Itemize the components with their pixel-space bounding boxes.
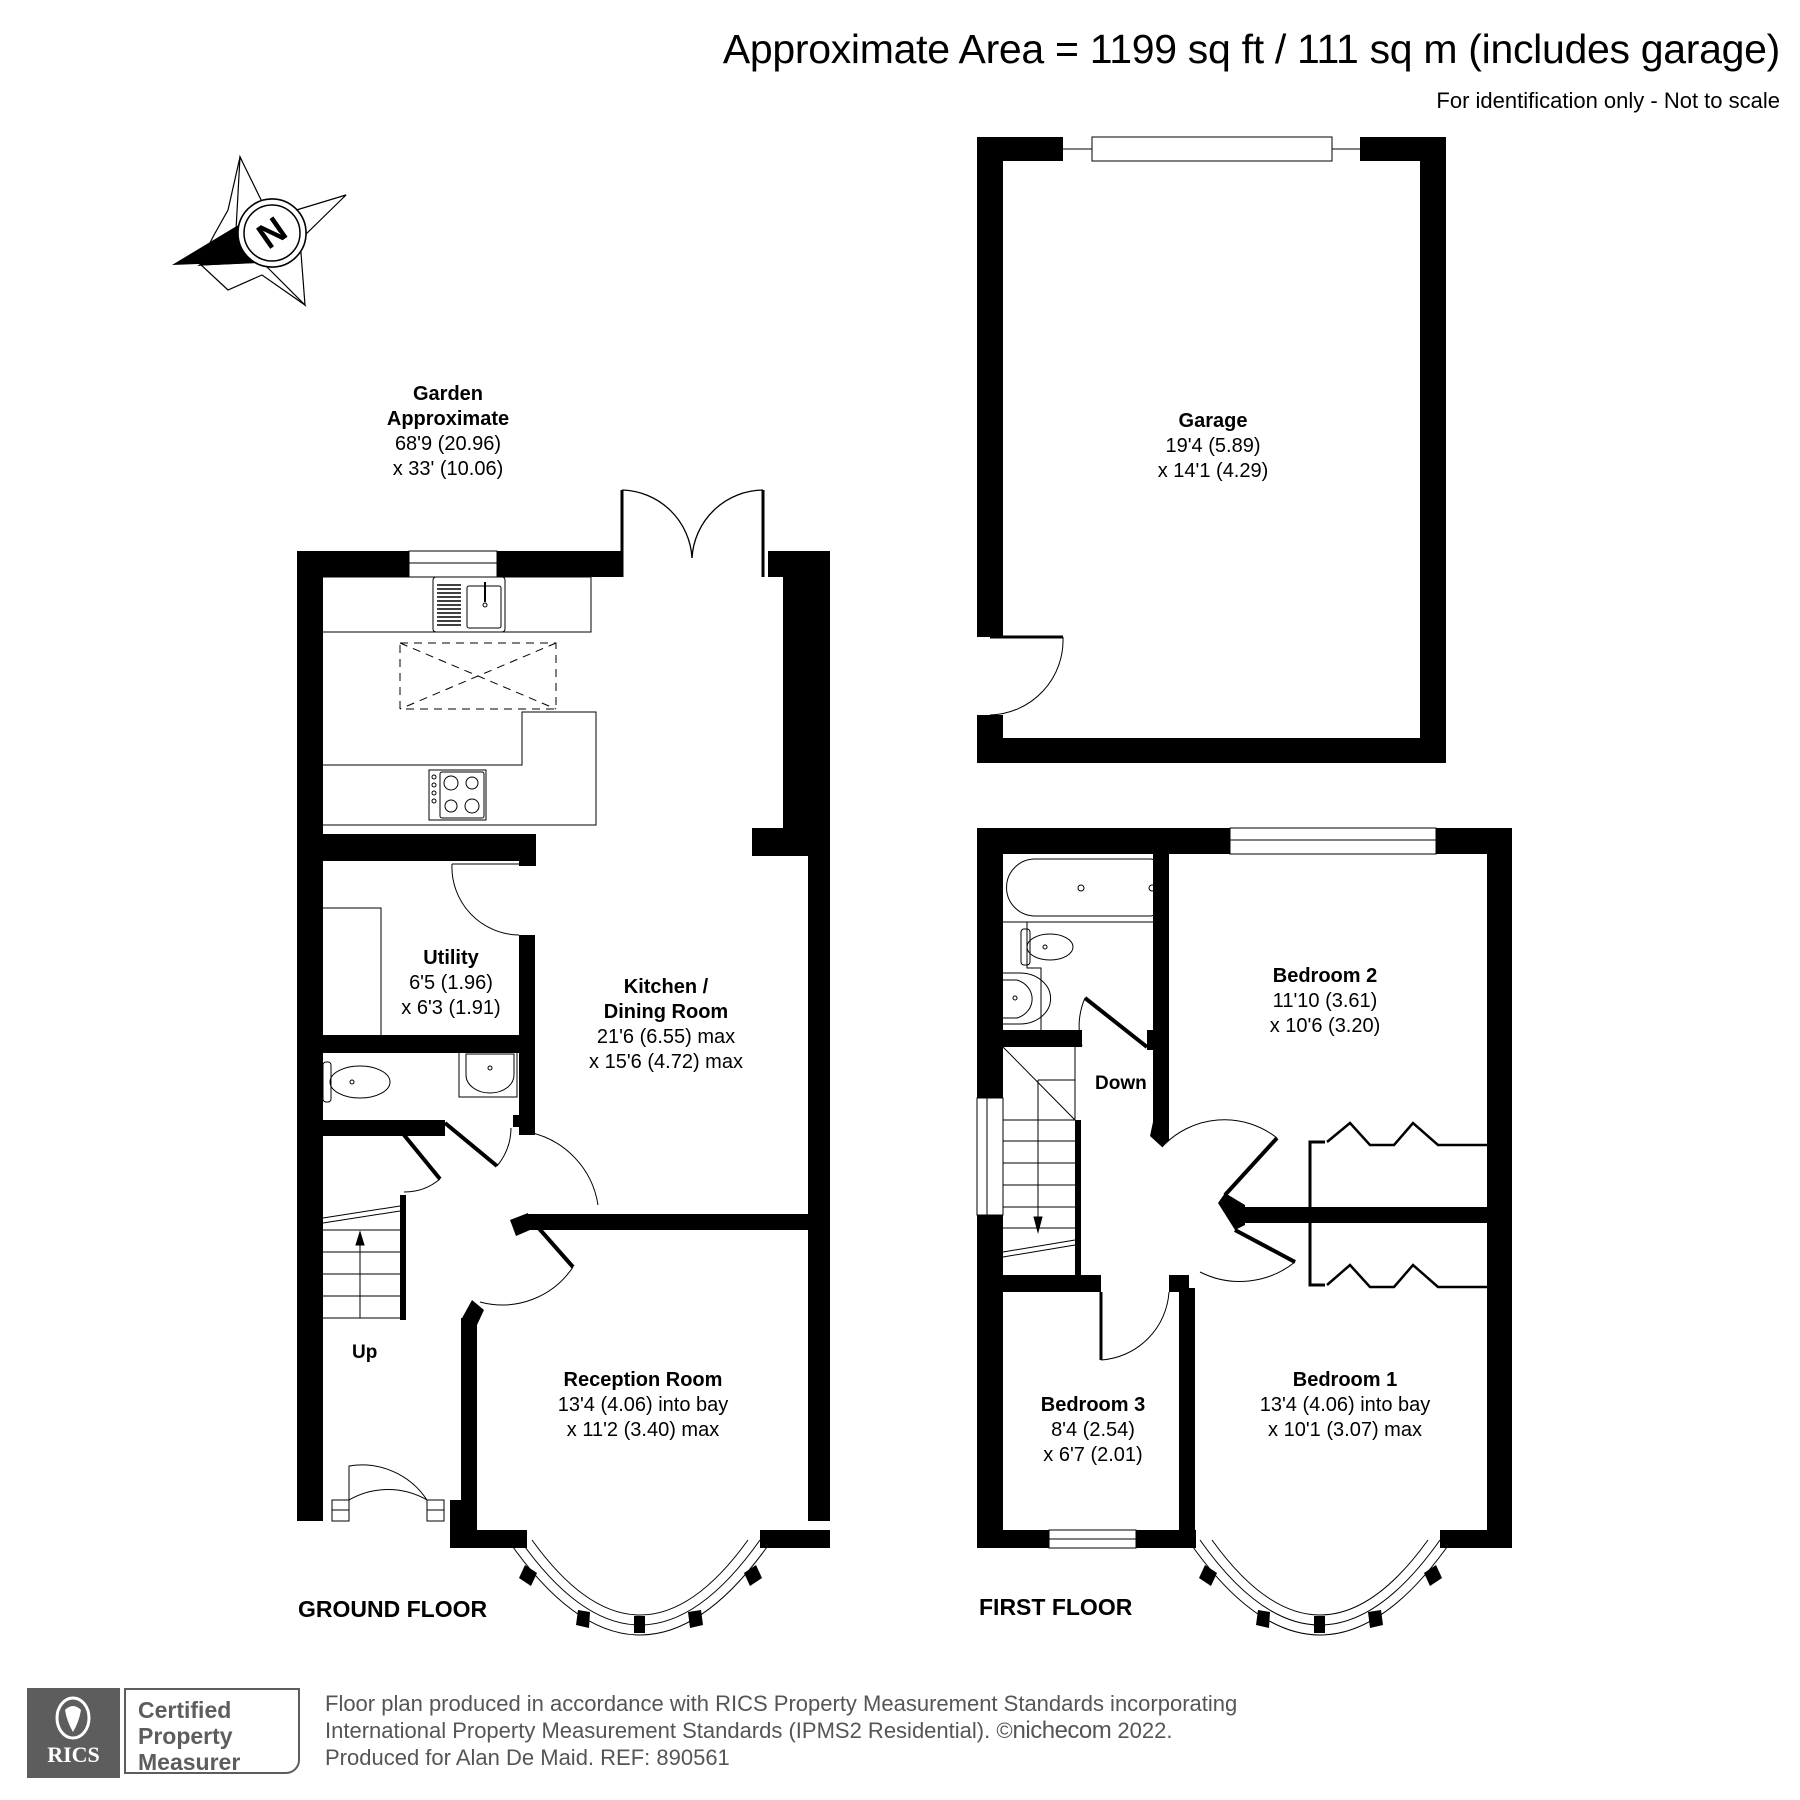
badge-line-2: Property	[138, 1723, 233, 1749]
room-name-2: Dining Room	[603, 1001, 729, 1023]
garage-label: Garage 19'4 (5.89) x 14'1 (4.29)	[1158, 409, 1269, 484]
disclaimer-subtitle: For identification only - Not to scale	[1436, 88, 1780, 113]
room-name: Bedroom 2	[1272, 965, 1378, 987]
room-dim-1: 13'4 (4.06) into bay	[1259, 1394, 1431, 1416]
room-dim-2: x 6'3 (1.91)	[401, 997, 501, 1019]
first-floor-plan	[976, 827, 1512, 1636]
garden-approx: Approximate	[386, 408, 510, 430]
badge-line-3: Measurer	[138, 1749, 241, 1775]
stairs-down-label: Down	[1095, 1073, 1147, 1094]
bathroom-toilet-icon	[1003, 921, 1153, 1030]
garden-dim-2: x 33' (10.06)	[392, 458, 504, 480]
garage-plan	[977, 136, 1446, 763]
ground-floor-plan	[297, 489, 830, 1636]
footer-line-2: International Property Measurement Stand…	[325, 1717, 1237, 1744]
rics-brand: RICS	[47, 1742, 100, 1767]
ground-floor-label: GROUND FLOOR	[298, 1596, 488, 1622]
room-name: Reception Room	[563, 1369, 723, 1391]
rics-lion-icon	[55, 1696, 91, 1740]
room-dim-1: 21'6 (6.55) max	[596, 1026, 736, 1048]
room-bedroom-2: Bedroom 2 11'10 (3.61) x 10'6 (3.20)	[1270, 964, 1381, 1039]
footer-year: 2022.	[1111, 1718, 1173, 1743]
room-utility: Utility 6'5 (1.96) x 6'3 (1.91)	[401, 946, 500, 1021]
compass-n-glyph: N	[237, 198, 307, 268]
room-dim-2: x 10'6 (3.20)	[1269, 1015, 1381, 1037]
bathtub-icon	[1006, 858, 1159, 917]
room-name: Utility	[423, 947, 479, 969]
nichecom-logo: nichecom	[1012, 1717, 1112, 1744]
kitchen-hob-icon	[428, 769, 487, 821]
garden-name: Garden	[412, 383, 484, 405]
footer-line-2-text: International Property Measurement Stand…	[325, 1718, 1013, 1743]
room-kitchen-dining: Kitchen / Dining Room 21'6 (6.55) max x …	[589, 975, 743, 1075]
garage-dim-1: 19'4 (5.89)	[1165, 435, 1261, 457]
wc-basin-icon	[458, 1051, 518, 1098]
room-dim-2: x 10'1 (3.07) max	[1268, 1419, 1422, 1441]
room-reception: Reception Room 13'4 (4.06) into bay x 11…	[558, 1368, 729, 1443]
rics-certified-badge: RICS Certified Property Measurer	[27, 1688, 303, 1778]
bay-window-icon	[1187, 1539, 1453, 1636]
room-dim-2: x 15'6 (4.72) max	[589, 1051, 743, 1073]
room-bedroom-3: Bedroom 3 8'4 (2.54) x 6'7 (2.01)	[1041, 1393, 1145, 1468]
bathroom-basin-icon	[1003, 972, 1052, 1025]
area-title: Approximate Area = 1199 sq ft / 111 sq m…	[722, 26, 1780, 72]
first-floor-label: FIRST FLOOR	[979, 1594, 1133, 1620]
room-dim-2: x 11'2 (3.40) max	[566, 1419, 720, 1441]
room-dim-1: 11'10 (3.61)	[1272, 990, 1378, 1012]
kitchen-sink-icon	[432, 576, 506, 633]
stairs-up-label: Up	[352, 1342, 378, 1363]
badge-line-1: Certified	[138, 1697, 232, 1723]
garden-dim-1: 68'9 (20.96)	[394, 433, 502, 455]
wardrobe-icon	[1308, 1121, 1487, 1289]
room-dim-1: 8'4 (2.54)	[1051, 1419, 1135, 1441]
garage-name: Garage	[1178, 410, 1248, 432]
footer-line-1: Floor plan produced in accordance with R…	[325, 1691, 1238, 1716]
bay-window-icon	[507, 1539, 773, 1636]
footer-statement: Floor plan produced in accordance with R…	[325, 1690, 1237, 1771]
room-dim-1: 6'5 (1.96)	[409, 972, 493, 994]
room-dim-1: 13'4 (4.06) into bay	[557, 1394, 729, 1416]
footer-line-3: Produced for Alan De Maid. REF: 890561	[325, 1745, 730, 1770]
room-name: Kitchen /	[623, 976, 709, 998]
room-name: Bedroom 1	[1292, 1369, 1398, 1391]
certified-measurer-text: Certified Property Measurer	[124, 1688, 300, 1775]
wc-toilet-icon	[322, 1061, 391, 1103]
rics-logo: RICS	[27, 1688, 120, 1778]
garden-label: Garden Approximate 68'9 (20.96) x 33' (1…	[387, 382, 509, 482]
room-name: Bedroom 3	[1040, 1394, 1146, 1416]
room-bedroom-1: Bedroom 1 13'4 (4.06) into bay x 10'1 (3…	[1260, 1368, 1431, 1443]
room-dim-2: x 6'7 (2.01)	[1043, 1444, 1143, 1466]
garage-dim-2: x 14'1 (4.29)	[1157, 460, 1269, 482]
